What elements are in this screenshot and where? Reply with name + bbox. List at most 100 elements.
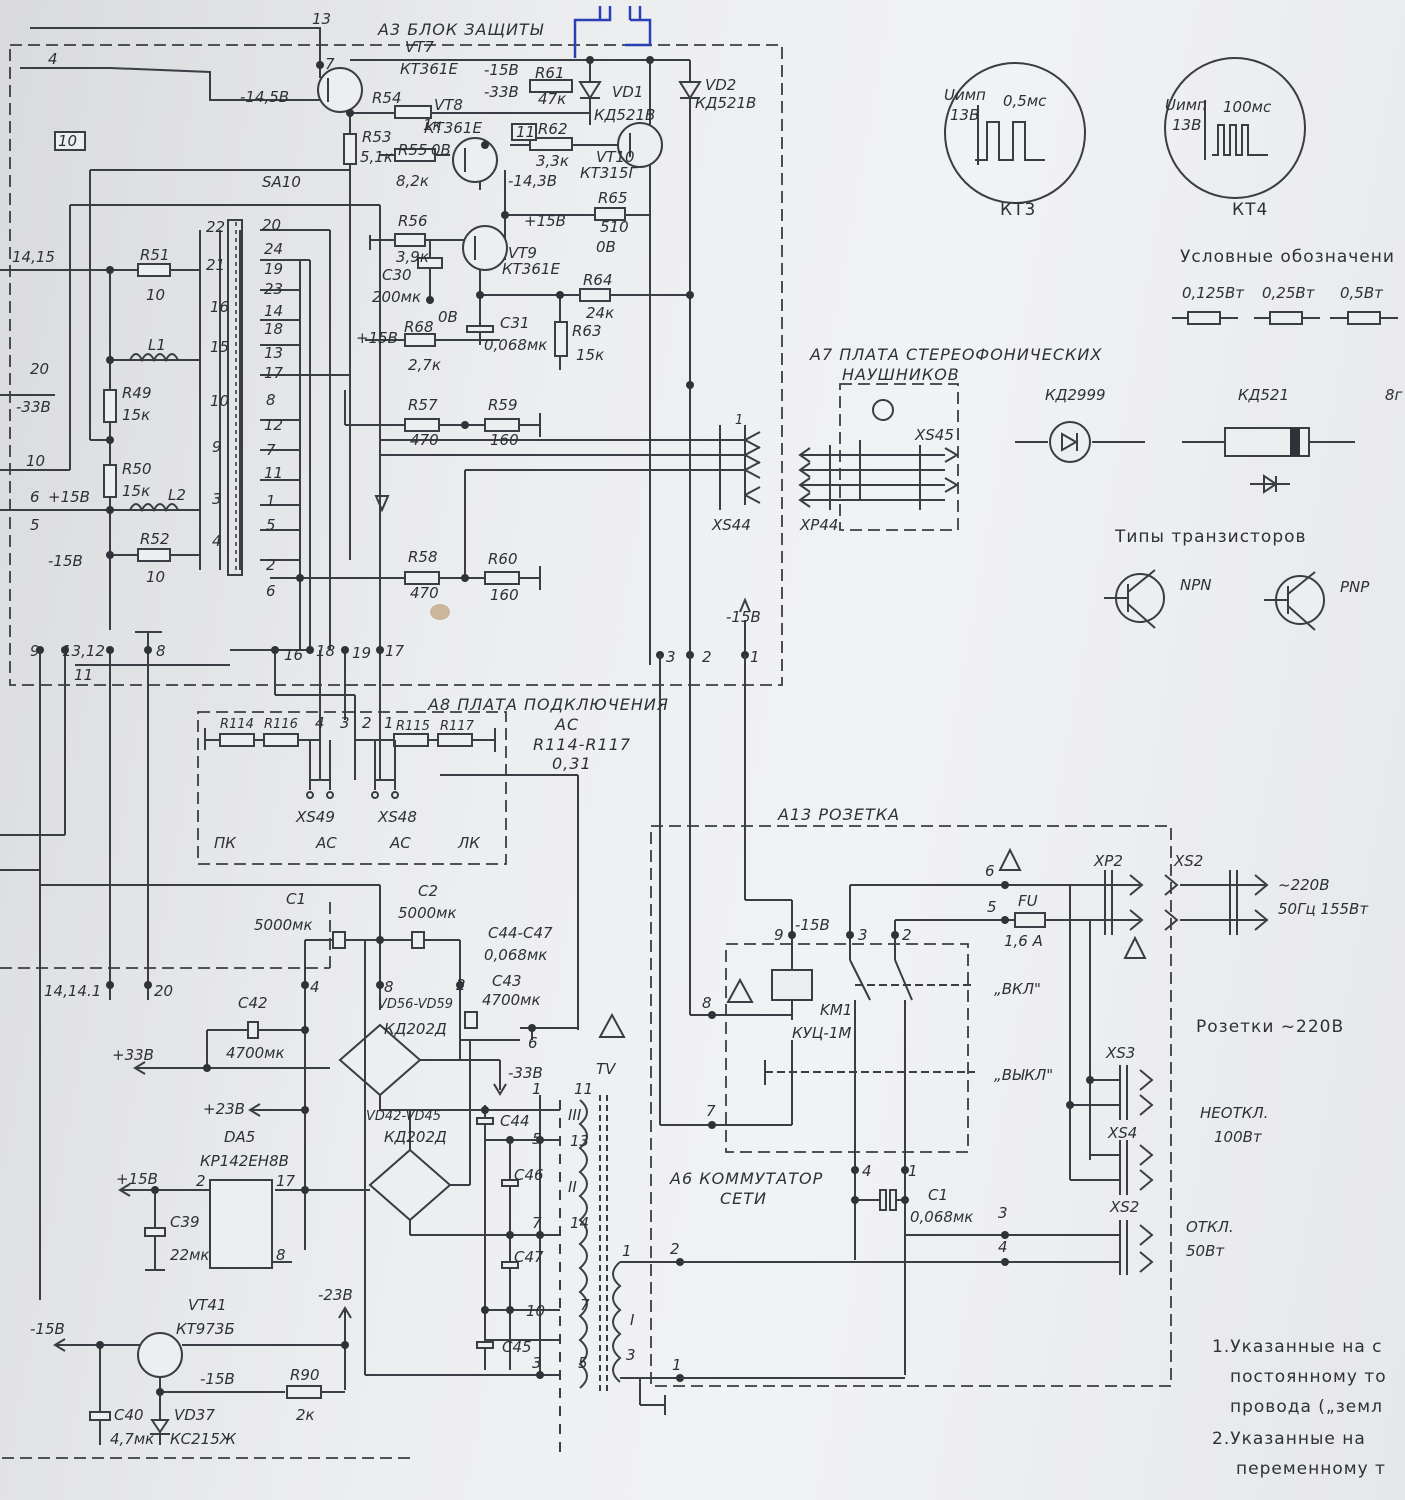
svg-text:9: 9	[774, 926, 784, 944]
svg-text:R57: R57	[408, 396, 438, 414]
svg-text:R115: R115	[396, 719, 430, 734]
svg-text:160: 160	[490, 431, 519, 449]
svg-text:19: 19	[264, 260, 283, 278]
vt7-symbol	[317, 67, 363, 113]
r54-symbol	[394, 105, 432, 119]
r56-symbol	[394, 233, 426, 247]
svg-text:II: II	[568, 1178, 577, 1196]
svg-text:постоянному то: постоянному то	[1230, 1367, 1387, 1387]
svg-text:R61: R61	[535, 64, 565, 82]
pin10-box	[54, 131, 86, 151]
svg-text:C1: C1	[928, 1186, 948, 1204]
svg-text:C31: C31	[500, 314, 530, 332]
r55-symbol	[394, 148, 436, 162]
c31-symbol	[466, 325, 494, 333]
a3-nodes	[36, 56, 749, 659]
warning-triangle-4	[598, 1012, 626, 1038]
svg-text:„ВЫКЛ": „ВЫКЛ"	[994, 1066, 1053, 1084]
svg-text:Uимп: Uимп	[944, 86, 986, 104]
svg-text:VT7: VT7	[405, 38, 434, 56]
svg-text:22: 22	[206, 218, 225, 236]
svg-text:-14,3В: -14,3В	[508, 172, 557, 190]
r60-symbol	[484, 571, 520, 585]
svg-text:10: 10	[146, 286, 165, 304]
svg-text:XS49: XS49	[295, 808, 335, 826]
svg-text:100мс: 100мс	[1223, 98, 1272, 116]
svg-text:5: 5	[30, 516, 40, 534]
headphone-connectors: 1	[719, 399, 959, 510]
block-a8-outline	[197, 711, 507, 865]
svg-text:-23В: -23В	[318, 1286, 353, 1304]
svg-text:3: 3	[212, 490, 222, 508]
r58-symbol	[404, 571, 440, 585]
svg-text:VD37: VD37	[174, 1406, 215, 1424]
l2-symbol	[129, 503, 179, 513]
warning-triangle-1	[998, 847, 1022, 871]
svg-text:VD1: VD1	[612, 83, 643, 101]
svg-text:C39: C39	[170, 1213, 200, 1231]
svg-text:0,5мс: 0,5мс	[1003, 92, 1047, 110]
svg-text:КУЦ-1М: КУЦ-1М	[792, 1024, 851, 1042]
svg-text:10: 10	[210, 392, 229, 410]
svg-text:XS2: XS2	[1109, 1198, 1139, 1216]
svg-text:4: 4	[48, 50, 58, 68]
svg-text:1.Указанные на с: 1.Указанные на с	[1212, 1337, 1383, 1357]
psu-nodes	[96, 936, 684, 1396]
svg-text:XS3: XS3	[1105, 1044, 1135, 1062]
svg-text:R58: R58	[408, 548, 438, 566]
svg-text:11: 11	[516, 123, 535, 141]
test-point-waveforms: Uимп 13В 0,5мс КТ3 Uимп 13В 100мс КТ4	[944, 57, 1306, 220]
svg-text:5,1к: 5,1к	[360, 148, 393, 166]
svg-text:L2: L2	[168, 486, 186, 504]
svg-text:0,068мк: 0,068мк	[910, 1208, 973, 1226]
psu-labels: C1 5000мк C2 5000мк C44-C47 0,068мк C43 …	[30, 882, 682, 1448]
svg-text:C2: C2	[418, 882, 438, 900]
signal-arrow-down	[374, 495, 390, 513]
svg-text:0,5Вт: 0,5Вт	[1340, 284, 1384, 302]
svg-text:2: 2	[266, 556, 276, 574]
svg-text:провода („земл: провода („земл	[1230, 1397, 1383, 1417]
svg-text:+15В: +15В	[356, 329, 398, 347]
svg-text:1: 1	[266, 492, 276, 510]
svg-text:Розетки ~220В: Розетки ~220В	[1196, 1017, 1344, 1037]
svg-text:5: 5	[266, 516, 276, 534]
svg-text:C44: C44	[500, 1112, 530, 1130]
l1-symbol	[129, 353, 179, 363]
warning-triangle-3	[1123, 935, 1147, 959]
svg-text:АС: АС	[389, 834, 411, 852]
svg-text:R64: R64	[583, 271, 613, 289]
svg-text:„ВКЛ": „ВКЛ"	[994, 980, 1041, 998]
svg-text:8: 8	[266, 391, 276, 409]
svg-text:L1: L1	[148, 336, 166, 354]
svg-text:160: 160	[490, 586, 519, 604]
svg-text:XS45: XS45	[914, 426, 954, 444]
block-a6-title-2: СЕТИ	[720, 1189, 767, 1208]
svg-text:0,068мк: 0,068мк	[484, 946, 547, 964]
svg-text:24к: 24к	[586, 304, 614, 322]
svg-text:VT8: VT8	[434, 96, 463, 114]
svg-text:VT41: VT41	[188, 1296, 227, 1314]
svg-text:7: 7	[706, 1102, 716, 1120]
svg-text:XP2: XP2	[1093, 852, 1123, 870]
r53-symbol	[343, 133, 357, 165]
svg-text:C47: C47	[514, 1248, 544, 1266]
svg-text:+15В: +15В	[116, 1170, 158, 1188]
svg-text:R55: R55	[398, 141, 428, 159]
svg-text:4: 4	[315, 714, 325, 732]
svg-text:КТ361Е: КТ361Е	[400, 60, 458, 78]
svg-text:3: 3	[626, 1346, 636, 1364]
svg-text:-15В: -15В	[795, 916, 830, 934]
svg-text:КТ973Б: КТ973Б	[176, 1320, 235, 1338]
warning-triangle-2	[726, 977, 754, 1003]
svg-text:C42: C42	[238, 994, 268, 1012]
svg-text:2к: 2к	[296, 1406, 315, 1424]
svg-text:-15В: -15В	[30, 1320, 65, 1338]
r68-symbol	[404, 333, 436, 347]
svg-text:KM1: KM1	[820, 1001, 852, 1019]
svg-text:XS44: XS44	[711, 516, 751, 534]
svg-text:ЛК: ЛК	[457, 834, 481, 852]
svg-text:КД521В: КД521В	[594, 106, 655, 124]
svg-text:20: 20	[154, 982, 173, 1000]
svg-text:R68: R68	[404, 318, 434, 336]
